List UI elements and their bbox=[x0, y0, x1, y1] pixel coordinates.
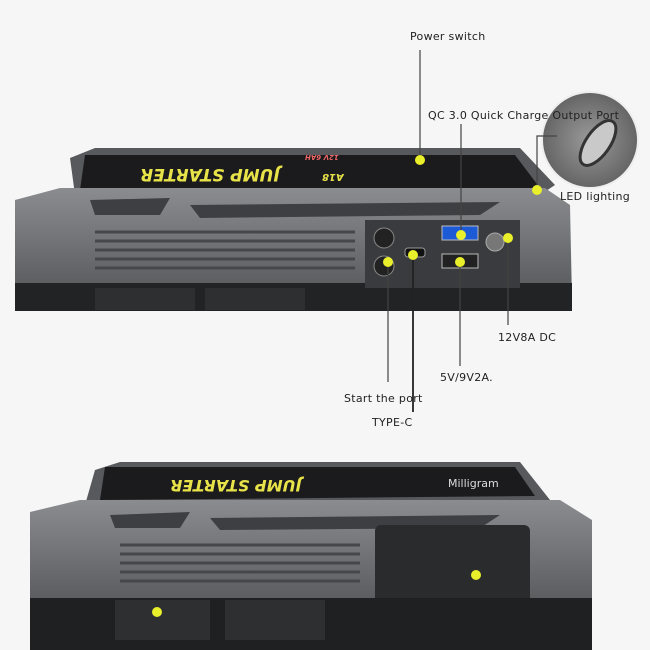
callout-qc-port: QC 3.0 Quick Charge Output Port bbox=[428, 109, 620, 122]
device-top-view bbox=[15, 91, 639, 311]
callout-start-port: Start the port bbox=[344, 392, 423, 405]
callout-type-c: TYPE-C bbox=[372, 416, 413, 429]
display-panel-2 bbox=[100, 467, 535, 500]
callout-dc-output: 12V8A DC bbox=[498, 331, 557, 344]
device-side-view bbox=[30, 462, 592, 650]
brand-text: JUMP STARTER bbox=[140, 164, 280, 184]
model-text: A18 bbox=[322, 171, 344, 182]
start-port bbox=[373, 227, 395, 249]
callout-led-lighting: LED lighting bbox=[560, 190, 631, 203]
display-panel bbox=[80, 155, 540, 190]
capacity-text: 12V 6AH bbox=[305, 153, 339, 161]
callout-power-switch: Power switch bbox=[410, 30, 486, 43]
callout-lines bbox=[156, 50, 557, 650]
maker-text: Milligram bbox=[448, 477, 499, 490]
side-cover bbox=[375, 525, 530, 605]
callout-dots bbox=[152, 155, 542, 617]
dc-port bbox=[485, 232, 505, 252]
callout-usb-output: 5V/9V2A. bbox=[440, 371, 493, 384]
brand-text-2: JUMP STARTER bbox=[170, 476, 302, 495]
